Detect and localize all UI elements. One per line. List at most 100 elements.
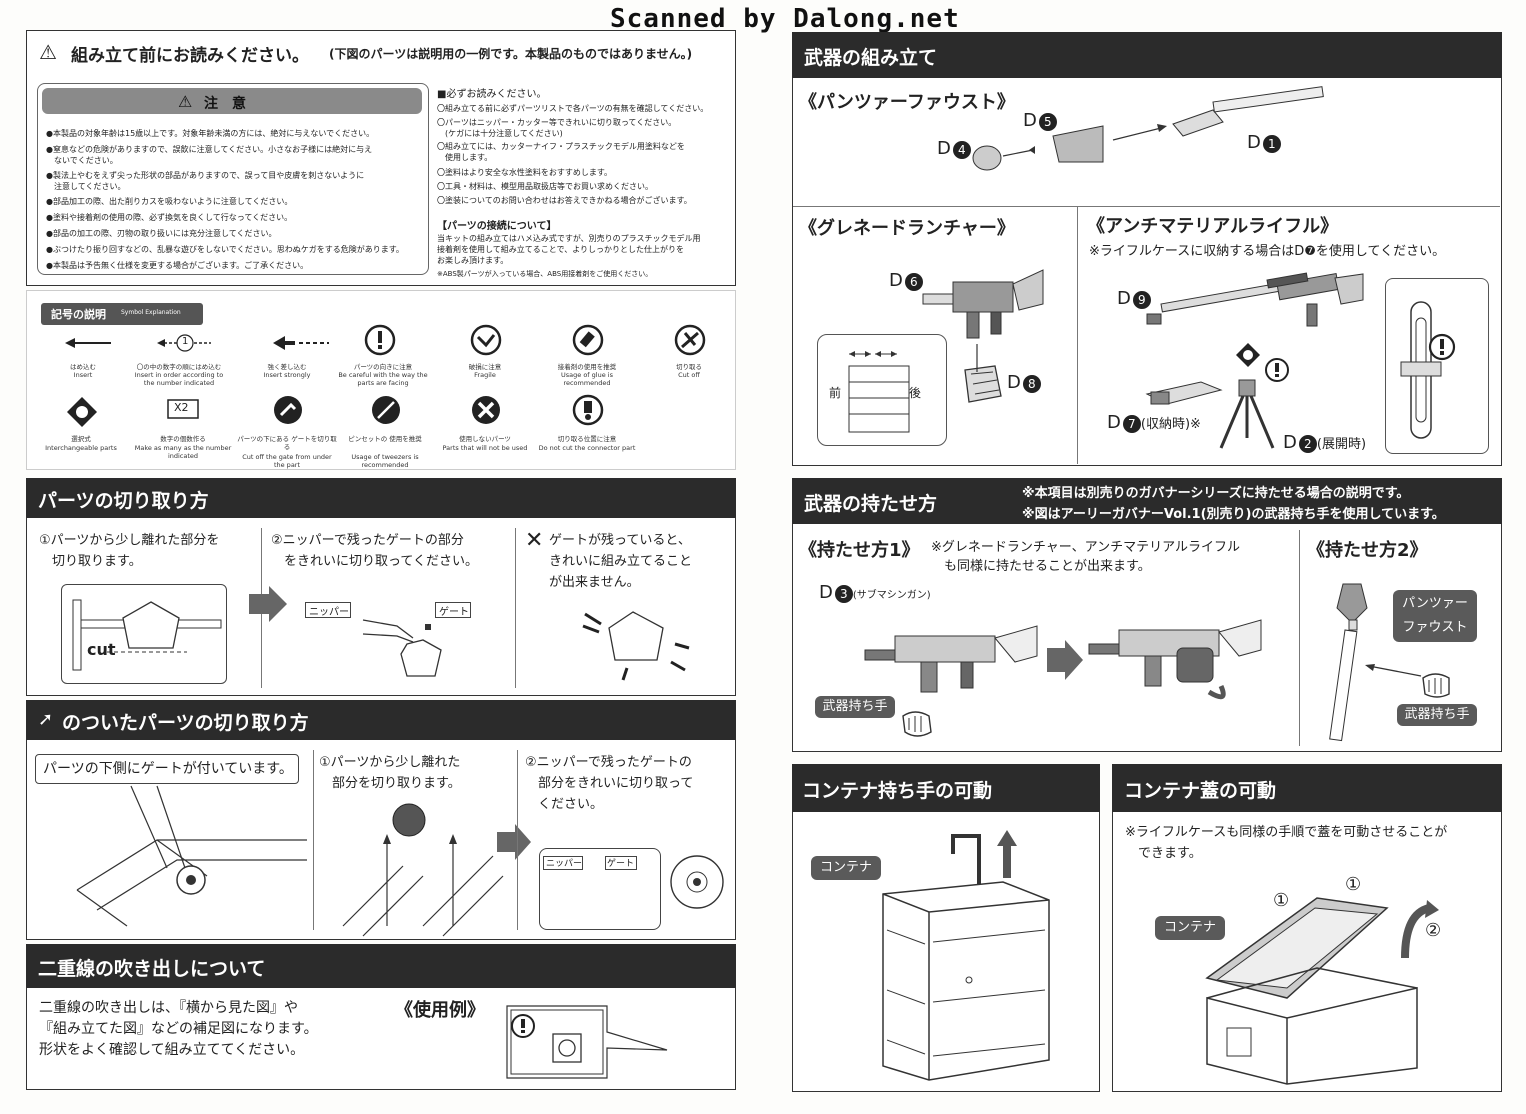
arrow-right-icon xyxy=(1047,640,1083,680)
symbol-label: 〇の中の数字の順にはめ込む xyxy=(136,363,222,371)
caution-item: ●部品の加工の際、刃物の取り扱いには充分注意してください。 xyxy=(46,229,277,238)
smg-drawing xyxy=(864,625,1038,693)
interchangeable-icon xyxy=(1236,343,1260,367)
warning-triangle-icon: ⚠ xyxy=(39,40,57,64)
symbol-label: 接着剤の使用を推奨 xyxy=(557,363,617,371)
panzerfaust-drawing xyxy=(972,86,1324,171)
caution-icon xyxy=(1428,333,1456,361)
caution-item: ●ぶつけたり振り回すなどの、乱暴な遊びをしないでください。思わぬケガをする危険が… xyxy=(46,245,404,254)
rifle-drawing xyxy=(1146,272,1364,327)
must-read-item: 〇塗料はより安全な水性塗料をおすすめします。 xyxy=(437,168,613,177)
step-2-marker: ② xyxy=(1425,920,1442,941)
smg-in-hand-drawing xyxy=(1088,619,1262,700)
symbol-label: Be careful with the way the parts are fa… xyxy=(338,371,428,387)
symbols-subtitle: Symbol Explanation xyxy=(121,309,181,316)
must-read-item: 〇パーツはニッパー・カッター等できれいに切り取ってください。 (ケガには十分注意… xyxy=(437,118,677,138)
gate-cutting-title: のついたパーツの切り取り方 xyxy=(62,712,309,734)
weapon-hand-label: 武器持ち手 xyxy=(1397,704,1477,726)
cut-off-icon xyxy=(674,324,706,356)
divider xyxy=(313,750,314,930)
grenade-title: 《グレネードランチャー》 xyxy=(799,218,1015,239)
must-read-item: 〇組み立てる前に必ずパーツリストで各パーツの有無を確認してください。 xyxy=(437,104,709,113)
gate-part-drawing xyxy=(670,855,724,909)
panzerfaust-held-drawing xyxy=(1329,583,1368,742)
read-first-panel: ⚠ 組み立て前にお読みください。 (下図のパーツは説明用の一例です。本製品のもの… xyxy=(26,30,736,286)
connection-text: 当キットの組み立てはハメ込み式ですが、別売りのプラスチックモデル用 接着剤を使用… xyxy=(437,234,701,265)
symbol-label: 使用しないパーツ xyxy=(459,435,511,443)
insert-order-number: 1 xyxy=(182,336,189,347)
assembly-line xyxy=(976,344,978,372)
container-label: コンテナ xyxy=(811,856,881,880)
part-number-badge: 2 xyxy=(1298,435,1317,453)
arrow-right-icon xyxy=(497,824,531,860)
part-number-badge: 3 xyxy=(834,585,853,603)
usage-example-label: 《使用例》 xyxy=(395,1000,485,1021)
container-lid-title: コンテナ蓋の可動 xyxy=(1124,780,1277,802)
symbols-title: 記号の説明 xyxy=(51,308,106,321)
symbol-label: Usage of glue is recommended xyxy=(561,371,613,387)
symbol-label: 切り取る xyxy=(676,363,702,371)
gate-note-box xyxy=(35,754,299,784)
unused-parts-icon xyxy=(472,396,500,424)
cutting-title: パーツの切り取り方 xyxy=(38,490,209,512)
rifle-case-drawing xyxy=(1400,301,1442,439)
bipod-drawing xyxy=(1219,379,1275,449)
antimateriel-note: ※ライフルケースに収納する場合はD❼を使用してください。 xyxy=(1089,244,1446,259)
holding-title: 武器の持たせ方 xyxy=(804,493,938,515)
part-number-badge: 5 xyxy=(1038,113,1057,131)
caution-icon xyxy=(1265,358,1289,382)
holding-panel: 《持たせ方1》 ※グレネードランチャー、アンチマテリアルライフル も同様に持たせ… xyxy=(792,524,1502,752)
symbol-label: Parts that will not be used xyxy=(442,444,528,452)
gate-underside-icon xyxy=(274,396,302,424)
container-hand-title: コンテナ持ち手の可動 xyxy=(802,780,993,802)
back-label: 後 xyxy=(909,386,922,400)
gate-note: パーツの下側にゲートが付いています。 xyxy=(43,761,293,777)
gate-step2: ②ニッパーで残ったゲートの 部分をきれいに切り取って ください。 xyxy=(525,755,694,812)
double-line-title: 二重線の吹き出しについて xyxy=(38,958,266,980)
runner-grid-drawing xyxy=(76,839,307,927)
facing-caution-icon xyxy=(364,324,396,356)
symbol-label: はめ込む xyxy=(70,363,96,371)
symbol-label: Cut off the gate from under the part xyxy=(242,453,332,469)
way2-title: 《持たせ方2》 xyxy=(1307,540,1428,561)
front-label: 前 xyxy=(829,386,842,400)
container-upright-drawing xyxy=(882,834,1050,1081)
double-line-header: 二重線の吹き出しについて xyxy=(26,944,736,988)
container-hand-header: コンテナ持ち手の可動 xyxy=(792,764,1100,812)
nipper-label-box xyxy=(305,602,351,618)
symbol-label: Fragile xyxy=(474,371,496,379)
cut-label: cut xyxy=(87,640,116,659)
lid-rotate-arrow-icon xyxy=(1401,900,1439,959)
step-1-marker: ① xyxy=(1345,874,1362,895)
part-number-badge: 4 xyxy=(952,141,971,159)
d7-storage-part xyxy=(1145,381,1223,405)
connector-caution-icon xyxy=(572,394,604,426)
nipper-label: ニッパー xyxy=(546,859,583,869)
must-read-title: ■必ずお読みください。 xyxy=(437,89,547,100)
tweezers-icon xyxy=(372,396,400,424)
weapon-hand-label: 武器持ち手 xyxy=(815,696,895,718)
caution-header xyxy=(42,88,422,114)
insert-order-icon xyxy=(157,334,211,352)
way1-note: ※グレネードランチャー、アンチマテリアルライフル も同様に持たせることが出来ます… xyxy=(931,540,1240,574)
symbol-label: ピンセットの 使用を推奨 xyxy=(348,435,422,443)
symbol-label: パーツの向きに注意 xyxy=(353,363,413,371)
gate-cutting-header: ➚ のついたパーツの切り取り方 xyxy=(26,700,736,740)
callout-lines xyxy=(130,785,186,869)
symbol-label: Insert strongly xyxy=(263,371,311,379)
gate-label-box xyxy=(435,602,471,618)
symbol-label: 強く差し込む xyxy=(267,363,307,371)
antimateriel-title: 《アンチマテリアルライフル》 xyxy=(1087,216,1339,237)
symbol-label: Make as many as the number indicated xyxy=(134,444,232,460)
nipper-label: ニッパー xyxy=(309,607,349,618)
way1-title: 《持たせ方1》 xyxy=(799,540,920,561)
cutting-step1: ①パーツから少し離れた部分を 切り取ります。 xyxy=(39,533,220,569)
step-1-marker: ① xyxy=(1273,890,1290,911)
x-mark-icon: ✕ xyxy=(525,528,544,553)
caution-box: ⚠ 注 意 ●本製品の対象年齢は15歳以上です。対象年齢未満の方には、絶対に与え… xyxy=(37,83,429,275)
